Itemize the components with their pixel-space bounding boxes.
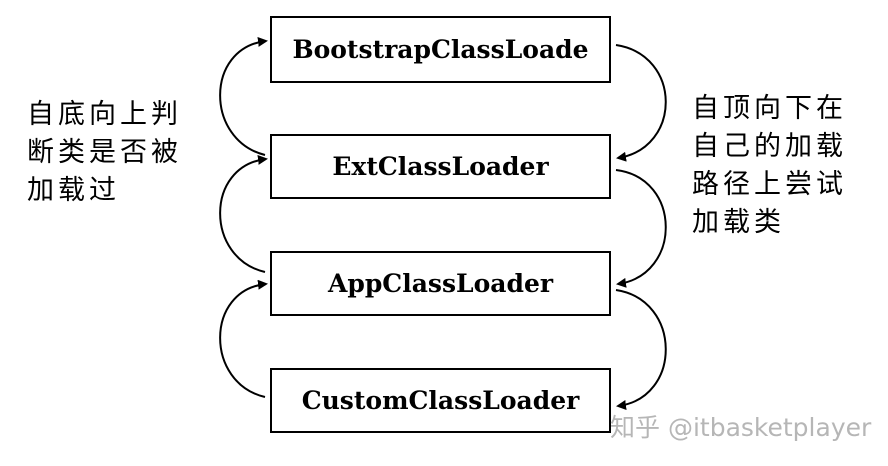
note-line: 自底向上判 [27,99,182,130]
note-line: 断类是否被 [27,137,182,168]
note-line: 自顶向下在 [692,93,847,124]
custom-classloader-label: CustomClassLoader [301,386,580,415]
left-arrow-custom-to-app [219,279,268,398]
bootstrap-classloader-box: BootstrapClassLoade [270,16,611,83]
app-classloader-box: AppClassLoader [270,251,611,316]
app-classloader-label: AppClassLoader [327,269,554,298]
bottom-up-check-note: 自底向上判 断类是否被 加载过 [27,96,182,210]
left-arrow-ext-to-bootstrap [219,36,268,156]
right-arrow-app-to-custom [615,289,667,410]
right-arrow-bootstrap-to-ext [615,44,667,162]
custom-classloader-box: CustomClassLoader [270,368,611,433]
right-arrow-ext-to-app [615,169,667,288]
ext-classloader-box: ExtClassLoader [270,134,611,199]
note-line: 自己的加载 [692,131,847,162]
watermark: 知乎 @itbasketplayer [610,413,872,442]
left-arrow-app-to-ext [219,154,268,273]
note-line: 加载过 [27,175,120,206]
ext-classloader-label: ExtClassLoader [332,152,549,181]
top-down-load-note: 自顶向下在 自己的加载 路径上尝试 加载类 [692,90,847,242]
bootstrap-classloader-label: BootstrapClassLoade [292,35,589,64]
note-line: 路径上尝试 [692,169,847,200]
note-line: 加载类 [692,207,785,238]
